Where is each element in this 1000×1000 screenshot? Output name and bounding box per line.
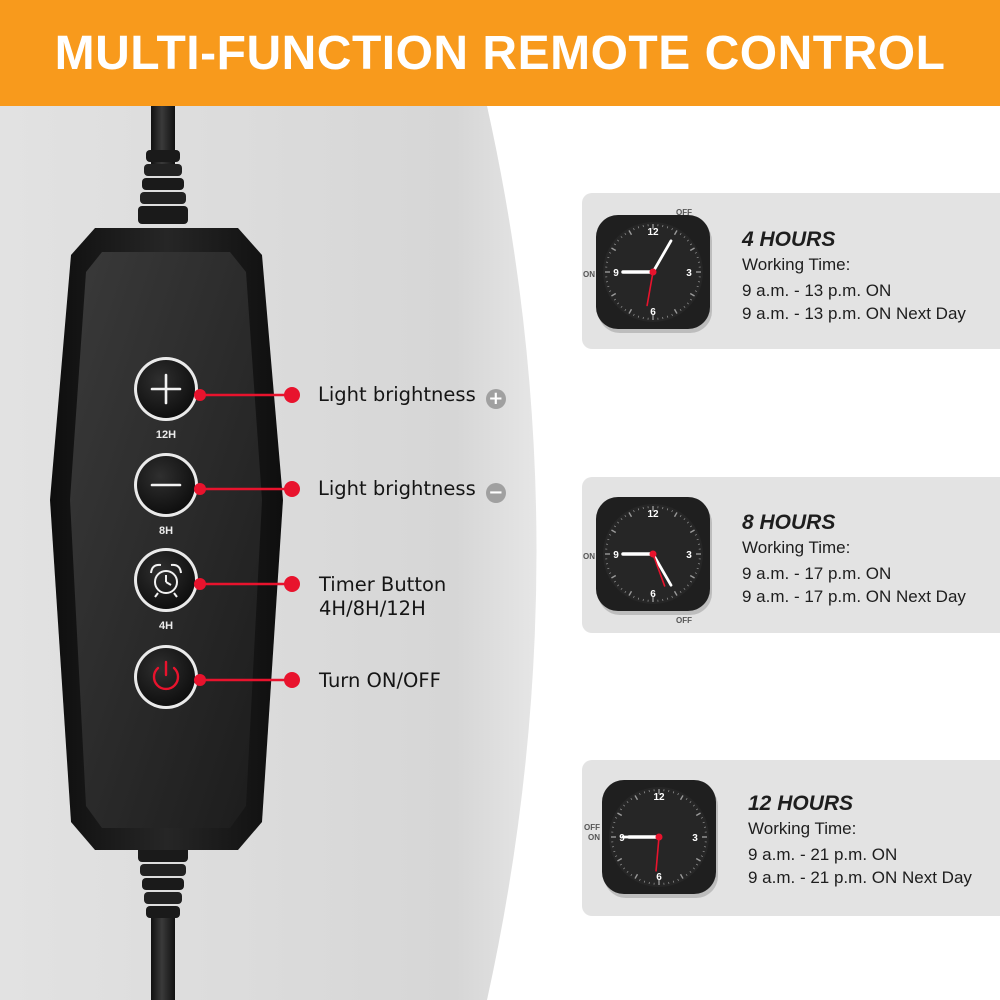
- cable-bottom: [151, 918, 175, 1000]
- label-brightness-down-text: Light brightness: [318, 477, 476, 500]
- clock-icon: 12 3 6 9: [596, 497, 712, 615]
- timer-title: 4 HOURS: [742, 228, 836, 251]
- cable-strain-relief-top: [138, 150, 188, 224]
- header-banner: MULTI-FUNCTION REMOTE CONTROL: [0, 0, 1000, 106]
- clock-numeral: 3: [686, 268, 692, 279]
- label-timer-line2: 4H/8H/12H: [319, 597, 426, 620]
- timer-badge: 4H: [159, 620, 173, 632]
- timer-badge: 12H: [156, 429, 176, 441]
- clock-numeral: 6: [650, 307, 656, 318]
- clock-numeral: 3: [686, 550, 692, 561]
- cable-strain-relief-bottom: [138, 846, 188, 918]
- timer-line-2: 9 a.m. - 13 p.m. ON Next Day: [742, 304, 966, 323]
- clock-numeral: 9: [613, 550, 619, 561]
- clock-numeral: 6: [656, 872, 662, 883]
- clock-second-hand: [646, 271, 654, 307]
- clock-off-marker: OFF: [676, 616, 692, 625]
- plus-button[interactable]: 12H: [134, 357, 198, 441]
- clock-hand-off: [651, 239, 673, 274]
- clock-icon: 12 3 6 9: [602, 780, 718, 898]
- timer-subtitle: Working Time:: [742, 255, 851, 274]
- power-icon: [152, 660, 180, 691]
- plus-icon: [150, 373, 182, 405]
- timer-line-1: 9 a.m. - 21 p.m. ON: [748, 845, 898, 864]
- timer-subtitle: Working Time:: [748, 819, 857, 838]
- timer-line-2: 9 a.m. - 21 p.m. ON Next Day: [748, 868, 972, 887]
- clock-center: [649, 268, 657, 276]
- alarm-clock-button[interactable]: 4H: [134, 548, 198, 632]
- clock-second-hand: [655, 836, 660, 872]
- clock-numeral: 9: [619, 833, 625, 844]
- label-timer-button: Timer Button 4H/8H/12H: [319, 573, 446, 621]
- clock-numeral: 6: [650, 589, 656, 600]
- header-title: MULTI-FUNCTION REMOTE CONTROL: [54, 26, 946, 80]
- timer-title: 8 HOURS: [742, 511, 836, 534]
- label-power: Turn ON/OFF: [319, 669, 441, 693]
- timer-line-1: 9 a.m. - 17 p.m. ON: [742, 564, 892, 583]
- timer-panel-8h: 12 3 6 9 OFF ON 8 HOURS Working Time: 9 a.m…: [582, 477, 1000, 633]
- clock-second-hand: [652, 553, 666, 587]
- power-button[interactable]: [134, 645, 198, 709]
- clock-on-marker: ON: [588, 833, 600, 842]
- minus-button[interactable]: 8H: [134, 453, 198, 537]
- alarm-clock-icon: [150, 563, 182, 598]
- clock-icon: 12 3 6 9: [596, 215, 712, 333]
- label-brightness-up-text: Light brightness: [318, 383, 476, 406]
- clock-center: [649, 550, 657, 558]
- timer-panel-4h: 12 3 6 9 OFF ON 4 HOURS Working Time: 9 a.m…: [582, 193, 1000, 349]
- clock-hand-off: [651, 552, 673, 587]
- clock-center: [655, 833, 663, 841]
- timer-subtitle: Working Time:: [742, 538, 851, 557]
- timer-badge: 8H: [159, 525, 173, 537]
- clock-numeral: 3: [692, 833, 698, 844]
- clock-off-marker: OFF: [676, 208, 692, 217]
- clock-numeral: 12: [647, 509, 659, 520]
- clock-numeral: 12: [653, 792, 665, 803]
- label-timer-line1: Timer Button: [319, 573, 447, 596]
- timer-line-1: 9 a.m. - 13 p.m. ON: [742, 281, 892, 300]
- callout-lines: [194, 387, 300, 688]
- plus-circle-icon: +: [485, 389, 506, 409]
- timer-line-2: 9 a.m. - 17 p.m. ON Next Day: [742, 587, 966, 606]
- label-power-text: Turn ON/OFF: [319, 669, 441, 692]
- clock-on-marker: ON: [583, 552, 595, 561]
- minus-circle-icon: −: [485, 483, 506, 503]
- clock-on-marker: ON: [583, 270, 595, 279]
- clock-numeral: 12: [647, 227, 659, 238]
- remote-face: [70, 252, 262, 828]
- button-face: [137, 648, 195, 706]
- label-brightness-down: Light brightness−: [318, 477, 506, 503]
- clock-numeral: 9: [613, 268, 619, 279]
- label-brightness-up: Light brightness +: [318, 383, 506, 409]
- timer-title: 12 HOURS: [748, 792, 854, 815]
- timer-panel-12h: 12 3 6 9 OFF ON 12 HOURS Working Time: 9 a.…: [582, 760, 1000, 916]
- clock-off-marker: OFF: [584, 823, 600, 832]
